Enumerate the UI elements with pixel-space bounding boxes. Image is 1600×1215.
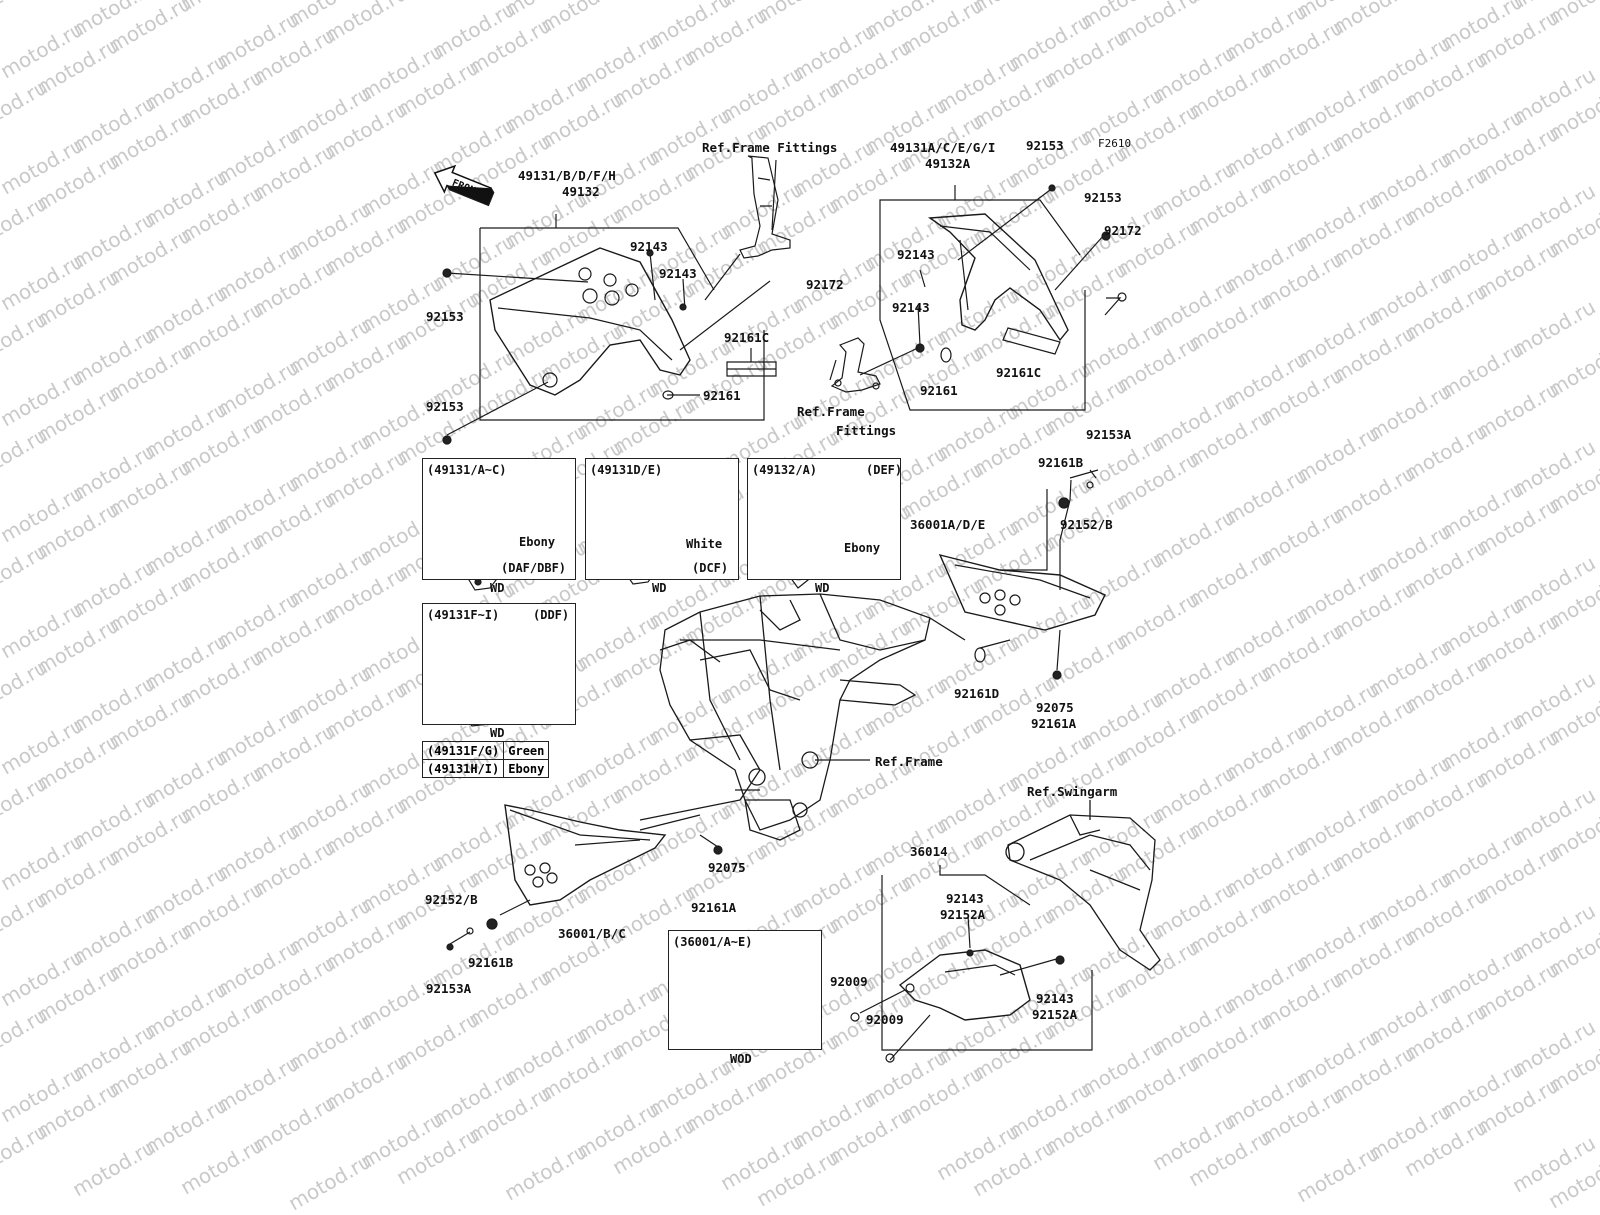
callout-part-number: 92161B: [468, 955, 514, 970]
variant-box-title: (36001/A~E): [673, 935, 753, 949]
table-cell-part: (49131H/I): [421, 759, 505, 778]
callout-part-number: 92172: [1104, 223, 1142, 238]
callout-part-number: 92143: [946, 891, 984, 906]
table-cell-color: Green: [503, 741, 550, 760]
variant-box-footer: WD: [490, 726, 505, 740]
motorcycle-frame: [639, 593, 966, 841]
figure-code: F2610: [1098, 137, 1132, 150]
table-row: (49131F/G) Green: [421, 741, 550, 760]
variant-box-footer: WD: [815, 581, 830, 595]
callout-part-number: 92153: [426, 399, 464, 414]
variant-box-49132-a: (49132/A) (DEF) Ebony: [747, 458, 903, 580]
callout-part-number: 92009: [830, 974, 868, 989]
shroud-left-group: [442, 214, 777, 445]
callout-part-number: 49131/B/D/F/H: [518, 168, 616, 183]
callout-part-number: 92152A: [1032, 1007, 1078, 1022]
table-cell-part: (49131F/G): [421, 741, 505, 760]
variant-box-color: Ebony: [844, 541, 881, 555]
callout-part-number: 92153: [426, 309, 464, 324]
callout-part-number: 92161: [703, 388, 741, 403]
callout-part-number: 92172: [806, 277, 844, 292]
callout-part-number: 92161A: [691, 900, 737, 915]
callout-part-number: 92075: [1036, 700, 1074, 715]
variant-box-color: White: [686, 537, 723, 551]
chain-guard-group: [850, 865, 1093, 1063]
callout-part-number: 92009: [866, 1012, 904, 1027]
variant-box-code: (DCF): [692, 561, 729, 575]
callout-part-number: 92143: [1036, 991, 1074, 1006]
variant-box-title: (49131D/E): [590, 463, 663, 477]
front-arrow-icon: FRONT: [433, 164, 495, 207]
variant-box-title: (49131F~I): [427, 608, 500, 622]
frame-fitting-mid: [829, 337, 881, 393]
callout-part-number: 92143: [892, 300, 930, 315]
callout-part-number: 36001/B/C: [558, 926, 626, 941]
callout-part-number: 92161D: [954, 686, 1000, 701]
variant-box-footer: WD: [490, 581, 505, 595]
frame-fitting-top: [704, 155, 791, 301]
callout-ref-swingarm: Ref.Swingarm: [1027, 784, 1118, 799]
callout-part-number: 92161A: [1031, 716, 1077, 731]
callout-part-number: 92152/B: [425, 892, 478, 907]
callout-part-number: 36014: [910, 844, 948, 859]
callout-part-number: 92143: [630, 239, 668, 254]
callout-part-number: 36001A/D/E: [910, 517, 986, 532]
shroud-right-group: [859, 184, 1127, 411]
variant-box-49131d-e: (49131D/E) White (DCF): [585, 458, 739, 580]
callout-part-number: 92153A: [426, 981, 472, 996]
color-variant-table: (49131F/G) Green (49131H/I) Ebony: [421, 741, 550, 778]
variant-box-footer: WD: [652, 581, 667, 595]
callout-part-number: 92143: [897, 247, 935, 262]
callout-ref-frame: Ref.Frame: [797, 404, 865, 419]
callout-part-number: 49132A: [925, 156, 971, 171]
variant-box-color: Ebony: [519, 535, 556, 549]
variant-box-title: (49131/A~C): [427, 463, 507, 477]
callout-part-number: 92161C: [724, 330, 770, 345]
table-cell-color: Ebony: [503, 759, 550, 778]
swingarm: [1005, 800, 1161, 971]
callout-part-number: 92075: [708, 860, 746, 875]
variant-box-title: (49132/A): [752, 463, 818, 477]
table-row: (49131H/I) Ebony: [421, 759, 550, 778]
variant-box-code: (DDF): [533, 608, 570, 622]
variant-box-code: (DAF/DBF): [501, 561, 567, 575]
callout-part-number: 92152A: [940, 907, 986, 922]
variant-box-footer: WOD: [730, 1052, 752, 1066]
callout-part-number: 49132: [562, 184, 600, 199]
callout-part-number: 92161: [920, 383, 958, 398]
callout-part-number: 92153: [1026, 138, 1064, 153]
variant-box-code: (DEF): [866, 463, 903, 477]
side-cover-right: [938, 469, 1106, 680]
side-cover-left: [446, 804, 723, 951]
callout-part-number: 92153: [1084, 190, 1122, 205]
callout-part-number: 92161C: [996, 365, 1042, 380]
variant-box-36001-a-e: (36001/A~E): [668, 930, 822, 1050]
callout-ref-frame: Ref.Frame: [875, 754, 943, 769]
variant-box-49131f-i: (49131F~I) (DDF): [422, 603, 576, 725]
variant-box-49131-a-c: (49131/A~C) Ebony (DAF/DBF): [422, 458, 576, 580]
callout-fittings: Fittings: [836, 423, 897, 438]
callout-ref-frame-fittings: Ref.Frame Fittings: [702, 140, 838, 155]
callout-part-number: 92152/B: [1060, 517, 1113, 532]
callout-part-number: 92153A: [1086, 427, 1132, 442]
callout-part-number: 92143: [659, 266, 697, 281]
callout-part-number: 92161B: [1038, 455, 1084, 470]
callout-part-number: 49131A/C/E/G/I: [890, 140, 996, 155]
